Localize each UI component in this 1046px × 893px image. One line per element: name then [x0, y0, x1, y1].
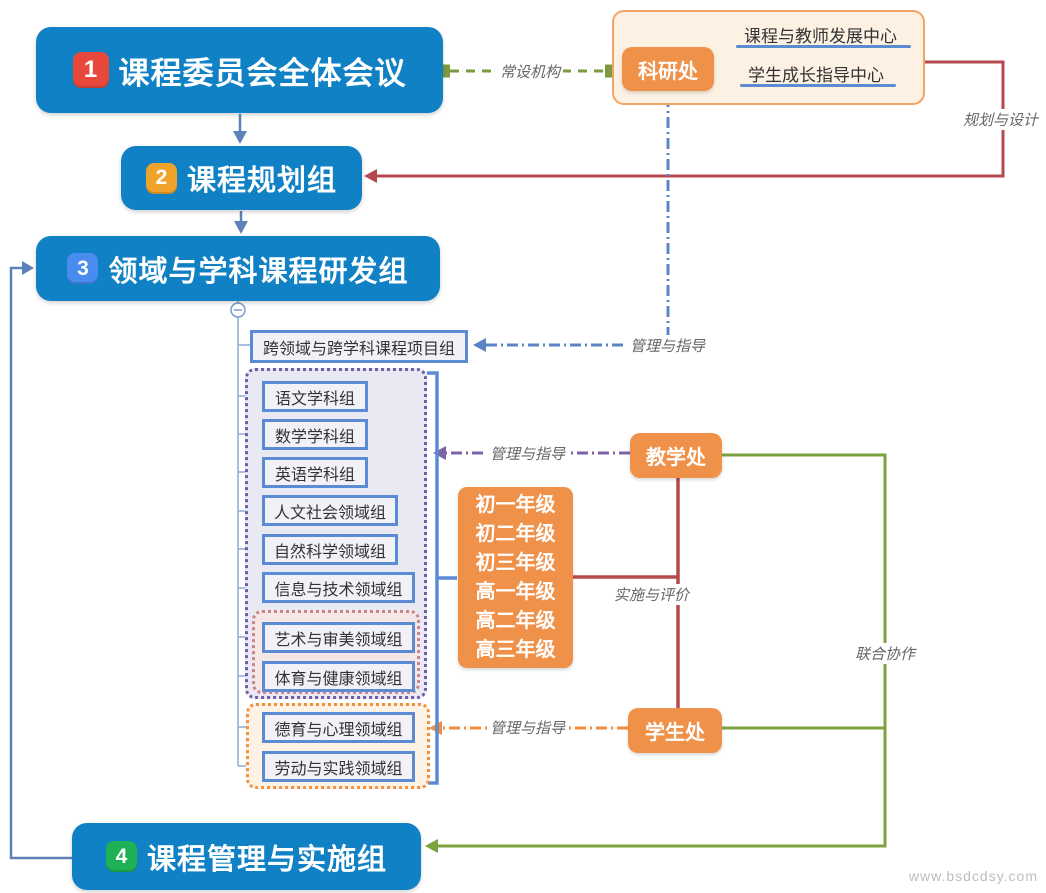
badge-2: 2: [145, 162, 177, 194]
node-management-implementation-label: 课程管理与实施组: [146, 843, 387, 876]
badge-1: 1: [72, 52, 109, 88]
underline-teacher-development-center: [736, 45, 911, 48]
node-student-office[interactable]: 学生处: [628, 708, 722, 753]
node-committee-plenary[interactable]: 1 课程委员会全体会议: [36, 27, 443, 113]
node-subject-group-art-aesthetics[interactable]: 艺术与审美领域组: [262, 622, 415, 653]
node-student-growth-center[interactable]: 学生成长指导中心: [748, 66, 884, 85]
edge-label-standing-body: 常设机构: [497, 61, 564, 82]
edge-label-implement-evaluate: 实施与评价: [611, 584, 693, 605]
node-teaching-office[interactable]: 教学处: [630, 433, 722, 478]
node-curriculum-planning-group[interactable]: 2 课程规划组: [121, 146, 362, 210]
collapse-toggle-rnd[interactable]: [230, 302, 246, 318]
edge-label-manage-guide-student: 管理与指导: [487, 717, 569, 738]
grade-level: 高二年级: [475, 609, 556, 632]
grade-level: 初一年级: [475, 493, 556, 516]
node-subject-group-math[interactable]: 数学学科组: [262, 419, 368, 450]
node-grade-levels[interactable]: 初一年级 初二年级 初三年级 高一年级 高二年级 高三年级: [458, 487, 573, 668]
node-subject-group-humanities[interactable]: 人文社会领域组: [262, 495, 398, 526]
badge-3: 3: [67, 253, 99, 284]
grade-level: 高一年级: [475, 580, 556, 603]
edge-planning-to-rnd: [234, 211, 248, 234]
underline-student-growth-center: [740, 84, 896, 87]
edge-label-joint-collaboration: 联合协作: [852, 643, 919, 664]
node-subject-group-english[interactable]: 英语学科组: [262, 457, 368, 488]
node-subject-group-moral-psychology[interactable]: 德育与心理领域组: [262, 712, 415, 743]
edge-manage-guide-research: [473, 96, 670, 352]
watermark: www.bsdcdsy.com: [908, 868, 1038, 884]
edge-meeting-to-planning: [233, 114, 247, 144]
node-curriculum-planning-label: 课程规划组: [186, 165, 337, 197]
node-subject-group-labor-practice[interactable]: 劳动与实践领域组: [262, 751, 415, 782]
bracket-groups-to-grades: [424, 371, 457, 785]
node-subject-group-information-technology[interactable]: 信息与技术领域组: [262, 572, 415, 603]
node-subject-group-pe-health[interactable]: 体育与健康领域组: [262, 661, 415, 692]
node-committee-plenary-label: 课程委员会全体会议: [118, 55, 407, 91]
node-research-office[interactable]: 科研处: [622, 47, 714, 91]
node-domain-subject-rnd-label: 领域与学科课程研发组: [108, 255, 409, 288]
node-teacher-development-center[interactable]: 课程与教师发展中心: [744, 27, 897, 46]
badge-4: 4: [105, 841, 137, 872]
edge-label-plan-design: 规划与设计: [960, 109, 1042, 130]
edge-label-manage-guide-research: 管理与指导: [627, 335, 709, 356]
node-subject-group-natural-science[interactable]: 自然科学领域组: [262, 534, 398, 565]
grade-level: 初三年级: [475, 551, 556, 574]
grade-level: 高三年级: [475, 638, 556, 661]
node-subject-group-chinese[interactable]: 语文学科组: [262, 381, 368, 412]
node-domain-subject-rnd-group[interactable]: 3 领域与学科课程研发组: [36, 236, 440, 301]
node-management-implementation-group[interactable]: 4 课程管理与实施组: [72, 823, 421, 890]
edge-implementation-feedback: [9, 261, 72, 860]
grade-level: 初二年级: [475, 522, 556, 545]
edge-label-manage-guide-teaching: 管理与指导: [487, 443, 569, 464]
node-cross-domain-project-group[interactable]: 跨领域与跨学科课程项目组: [250, 330, 468, 363]
